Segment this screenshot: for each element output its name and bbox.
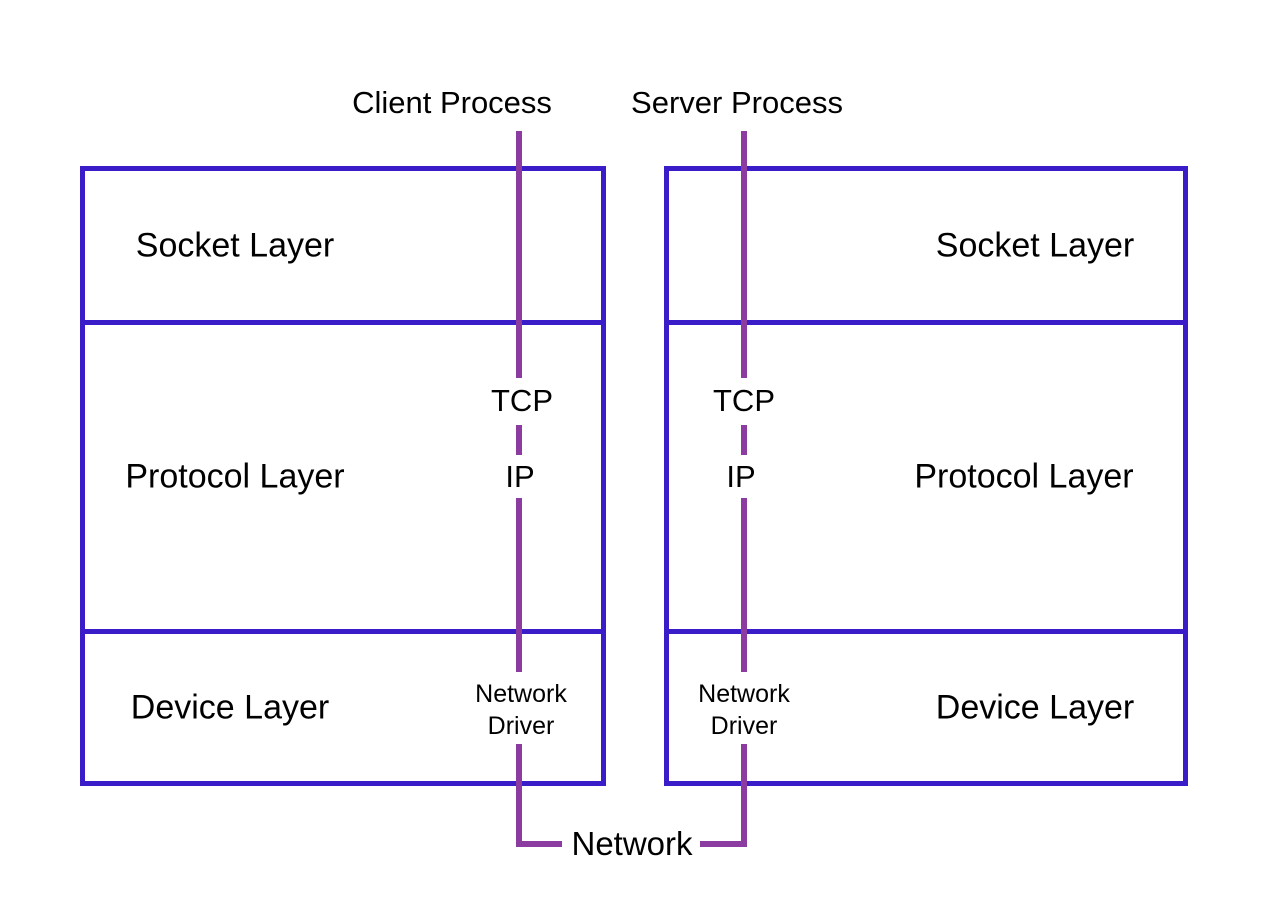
server-stack-box (664, 166, 1188, 786)
server-process-title: Server Process (631, 85, 843, 120)
server-line-network-elbow (700, 841, 745, 847)
client-line-bottom-segment (516, 744, 522, 847)
server-socket-protocol-divider (664, 320, 1188, 325)
client-line-tcp-ip-dash (516, 425, 522, 455)
server-protocol-device-divider (664, 629, 1188, 634)
client-line-network-elbow (516, 841, 562, 847)
server-line-ip-driver-segment (741, 498, 747, 672)
server-line-bottom-segment (741, 744, 747, 847)
client-network-driver-label: Network Driver (475, 678, 567, 742)
client-protocol-device-divider (80, 629, 606, 634)
client-line-socket-segment (516, 131, 522, 378)
client-protocol-layer-label: Protocol Layer (125, 457, 345, 496)
client-socket-protocol-divider (80, 320, 606, 325)
server-network-driver-line1: Network (698, 680, 790, 708)
server-protocol-layer-label: Protocol Layer (914, 457, 1134, 496)
client-socket-layer-label: Socket Layer (135, 226, 335, 265)
server-network-driver-line2: Driver (710, 712, 778, 740)
server-ip-label: IP (726, 459, 756, 494)
server-device-layer-label: Device Layer (935, 688, 1135, 727)
client-device-layer-label: Device Layer (130, 688, 330, 727)
client-tcp-label: TCP (491, 383, 553, 418)
client-line-ip-driver-segment (516, 498, 522, 672)
client-ip-label: IP (505, 459, 535, 494)
server-line-tcp-ip-dash (741, 425, 747, 455)
client-process-title: Client Process (352, 85, 552, 120)
network-label: Network (571, 825, 693, 862)
client-network-driver-line1: Network (475, 680, 567, 708)
server-network-driver-label: Network Driver (698, 678, 790, 742)
server-line-socket-segment (741, 131, 747, 378)
client-stack-box (80, 166, 606, 786)
server-tcp-label: TCP (713, 383, 775, 418)
client-network-driver-line2: Driver (487, 712, 555, 740)
server-socket-layer-label: Socket Layer (935, 226, 1135, 265)
